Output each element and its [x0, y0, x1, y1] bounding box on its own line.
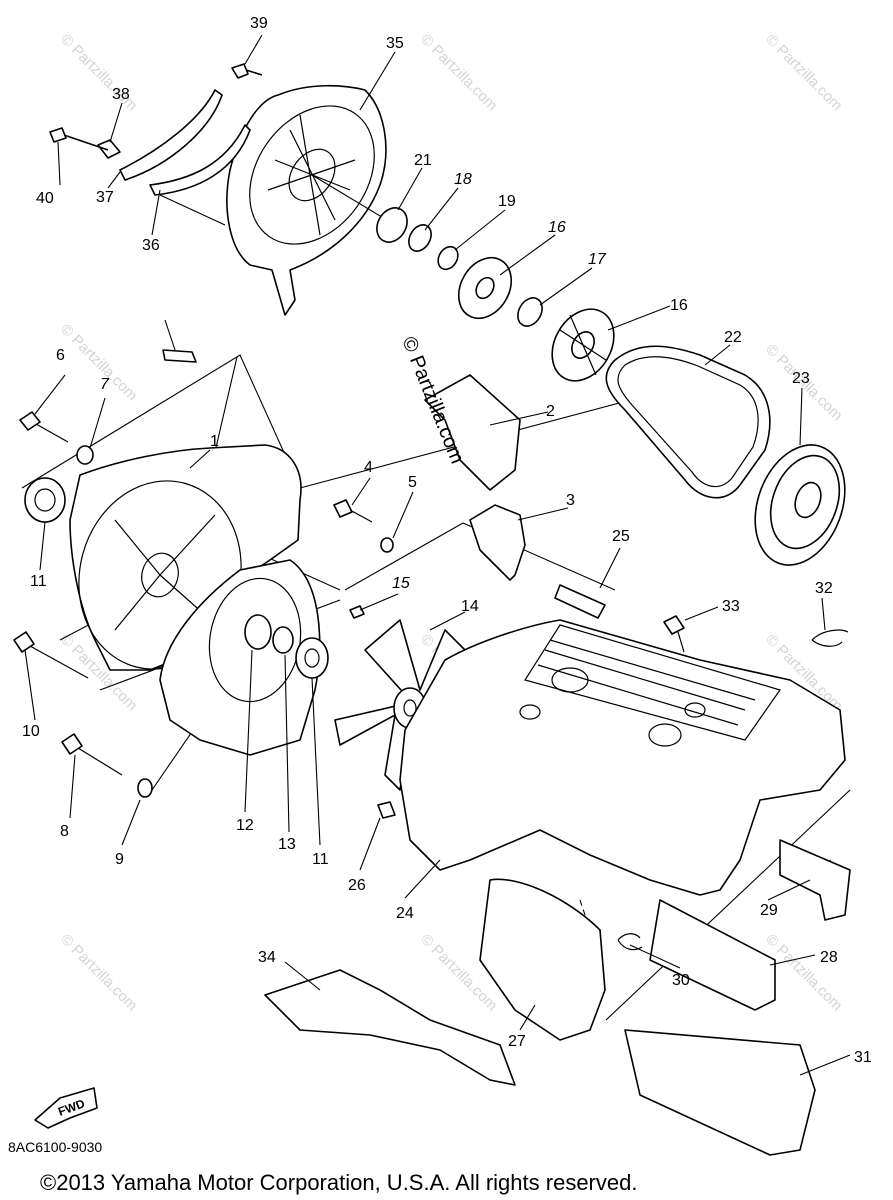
- callout-24: 25: [612, 528, 630, 545]
- part-26-duct: [479, 878, 606, 1041]
- callout-19: 19: [498, 193, 516, 210]
- part-12-plate: [159, 559, 321, 756]
- part-35-36-bands: [119, 89, 251, 226]
- part-3-clip: [469, 504, 526, 581]
- bolts: [13, 411, 685, 776]
- callout-12: 12: [236, 817, 254, 834]
- callout-15: 15: [392, 575, 410, 592]
- callout-16-upper: 16: [548, 219, 566, 236]
- callout-22: 23: [792, 370, 810, 387]
- callout-9: 9: [115, 851, 124, 868]
- watermark: © Partzilla.com: [57, 321, 140, 404]
- callout-10: 10: [22, 723, 40, 740]
- callout-5: 5: [408, 474, 417, 491]
- part-23-main-shroud: [399, 619, 846, 896]
- leader-lines: [24, 34, 851, 1076]
- callout-11-left: 11: [30, 573, 47, 590]
- part-29-clip: [617, 933, 643, 951]
- part-31-clip: [811, 629, 849, 647]
- part-15-key: [349, 605, 365, 619]
- callout-30: 31: [854, 1049, 872, 1066]
- part-28-bracket: [779, 839, 851, 921]
- part-25-grommet: [377, 801, 396, 819]
- callout-33: 34: [258, 949, 276, 966]
- part-2-bracket: [424, 374, 521, 491]
- callout-4: 4: [364, 459, 373, 476]
- callout-23: 24: [396, 905, 414, 922]
- part-33-deflector: [264, 969, 516, 1086]
- callout-32: 33: [722, 598, 740, 615]
- part-21-belt: [605, 345, 771, 499]
- callout-3: 3: [566, 492, 575, 509]
- callout-11-right: 11: [312, 851, 329, 868]
- callout-35: 36: [142, 237, 160, 254]
- callout-16-lower: 16: [670, 297, 688, 314]
- callout-labels: 39 35 38 40 37 36 21 18 19 16 17 16 22 2…: [22, 15, 872, 1066]
- copyright-footer: ©2013 Yamaha Motor Corporation, U.S.A. A…: [40, 1170, 637, 1195]
- watermark: © Partzilla.com: [762, 31, 845, 114]
- callout-18: 18: [454, 171, 472, 188]
- callout-6: 6: [56, 347, 65, 364]
- part-34-fan-cover: [226, 84, 396, 316]
- part-37-38-39-fasteners: [49, 63, 263, 159]
- part-40-tag: [162, 349, 197, 363]
- pulley-stack: [376, 207, 615, 382]
- callout-20: 21: [414, 152, 432, 169]
- callout-1: 1: [210, 433, 219, 450]
- callout-39: 40: [36, 190, 54, 207]
- callout-36: 37: [96, 189, 114, 206]
- part-22-pulley: [754, 444, 846, 566]
- callout-26: 27: [508, 1033, 526, 1050]
- callout-14: 14: [461, 598, 479, 615]
- part-27-pad: [649, 899, 776, 1011]
- callout-38: 39: [250, 15, 268, 32]
- callout-17: 17: [588, 251, 607, 268]
- callout-27: 28: [820, 949, 838, 966]
- callout-31: 32: [815, 580, 833, 597]
- callout-21: 22: [724, 329, 742, 346]
- part-30-duct-cover: [624, 1029, 816, 1156]
- callout-8: 8: [60, 823, 69, 840]
- watermark: © Partzilla.com: [417, 31, 500, 114]
- callout-34: 35: [386, 35, 404, 52]
- callout-13: 13: [278, 836, 296, 853]
- part-24-label: YAMAHA: [554, 584, 606, 619]
- fwd-arrow-icon: FWD: [34, 1087, 98, 1129]
- watermark: © Partzilla.com: [57, 931, 140, 1014]
- bearings: [24, 445, 394, 798]
- callout-2: 2: [546, 403, 555, 420]
- callout-25: 26: [348, 877, 366, 894]
- callout-37: 38: [112, 86, 130, 103]
- callout-7: 7: [100, 376, 110, 393]
- diagram-code: 8AC6100-9030: [8, 1139, 102, 1155]
- callout-29: 30: [672, 972, 690, 989]
- callout-28: 29: [760, 902, 778, 919]
